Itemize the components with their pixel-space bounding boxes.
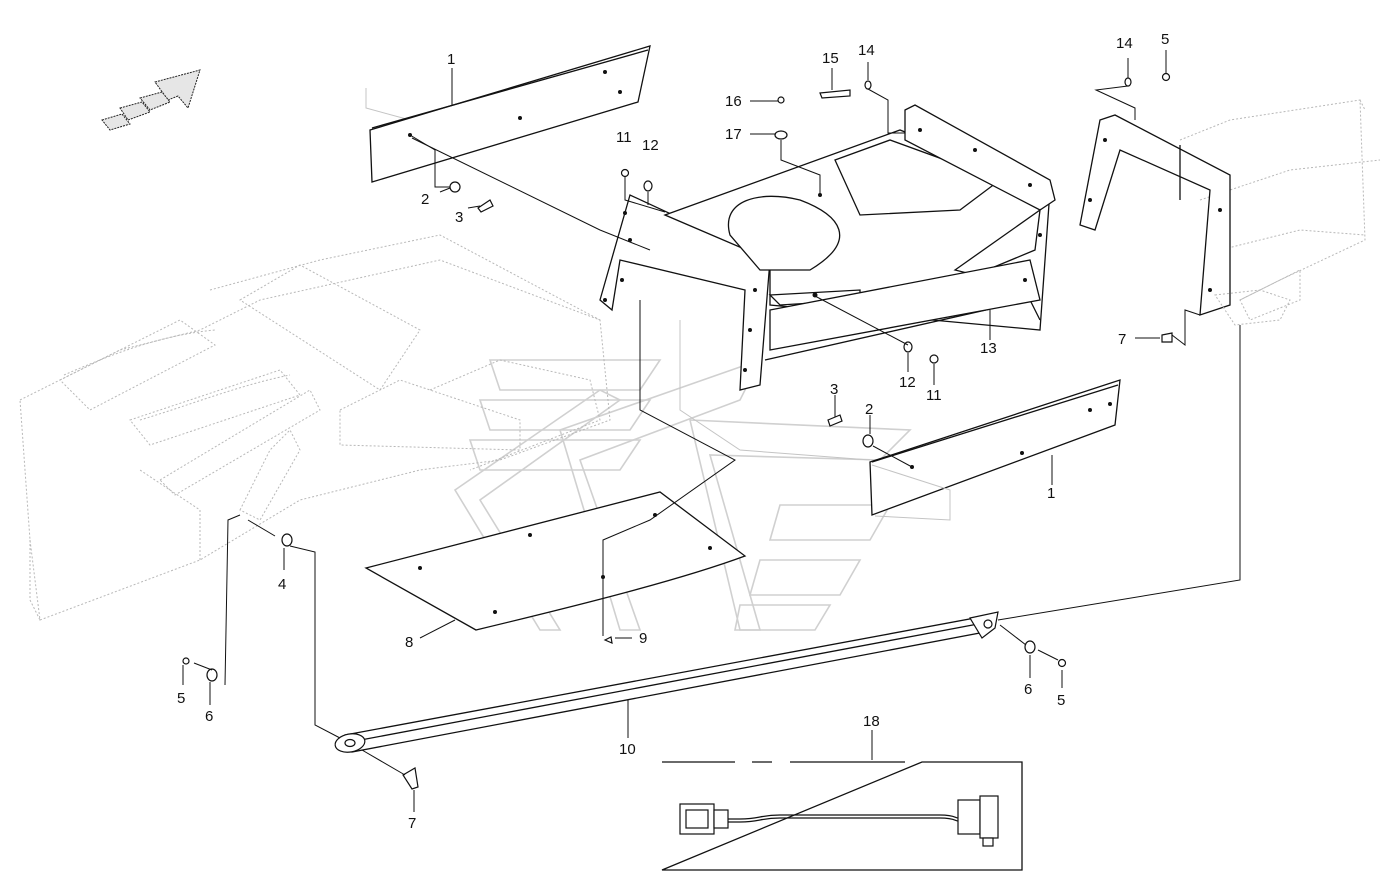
leader-lines (182, 50, 1241, 812)
callout-label: 3 (455, 209, 463, 226)
callout-label: 3 (830, 381, 838, 398)
part-1-deflector-lower (869, 379, 1121, 521)
callout-label: 12 (899, 374, 916, 391)
right-hanger-brackets (1079, 114, 1291, 326)
part-10-strut (334, 611, 999, 753)
callout-label: 7 (408, 815, 416, 832)
callout-label: 5 (1057, 692, 1065, 709)
part-13-bracket (599, 104, 1056, 391)
callout-label: 6 (1024, 681, 1032, 698)
callout-label: 2 (865, 401, 873, 418)
callout-label: 12 (642, 137, 659, 154)
callout-label: 15 (822, 50, 839, 67)
callout-label: 14 (858, 42, 875, 59)
callout-label: 5 (1161, 31, 1169, 48)
callout-label: 11 (926, 387, 942, 404)
callout-label: 5 (177, 690, 185, 707)
callout-label: 4 (278, 576, 286, 593)
callout-label: 9 (639, 630, 647, 647)
callout-label: 6 (205, 708, 213, 725)
callout-label: 14 (1116, 35, 1133, 52)
hardware (182, 72, 1173, 790)
callout-label: 16 (725, 93, 742, 110)
callout-label: 8 (405, 634, 413, 651)
callout-label: 10 (619, 741, 636, 758)
callout-label: 18 (863, 713, 880, 730)
callout-label: 2 (421, 191, 429, 208)
callout-label: 1 (447, 51, 455, 68)
part-18-harness-box (661, 761, 1023, 871)
ghost-frame-left (19, 234, 611, 621)
callout-label: 1 (1047, 485, 1055, 502)
part-1-deflector-upper (365, 45, 651, 183)
callout-label: 11 (616, 129, 632, 146)
direction-arrow-icon (101, 69, 201, 131)
callout-labels: 1 2 3 11 12 16 17 15 14 14 5 13 7 12 11 … (177, 31, 1169, 832)
callout-label: 13 (980, 340, 997, 357)
wiring-harness-icon (679, 795, 999, 847)
callout-label: 7 (1118, 331, 1126, 348)
ghost-frame-right (1179, 99, 1381, 321)
part-8-plate (364, 320, 871, 631)
callout-label: 17 (725, 126, 742, 143)
